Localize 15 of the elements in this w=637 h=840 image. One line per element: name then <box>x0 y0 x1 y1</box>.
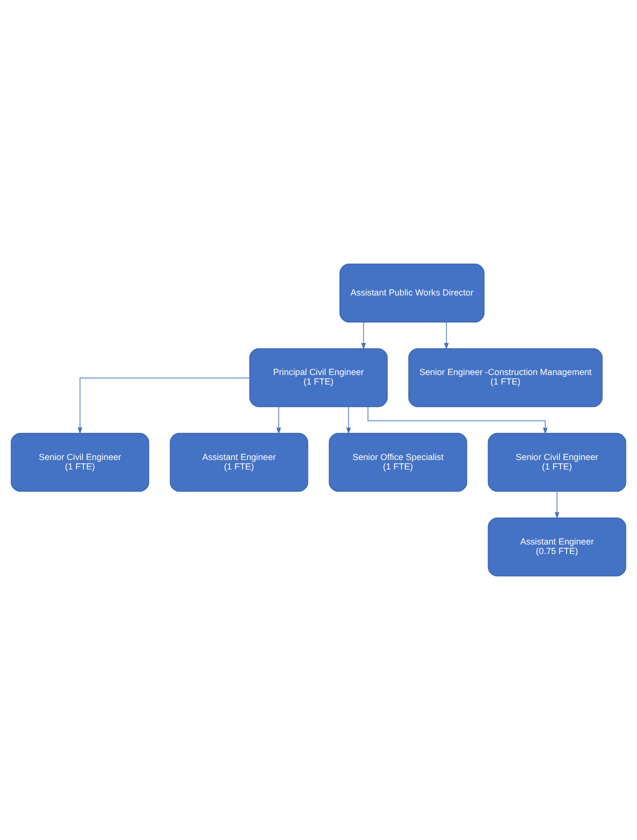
node-box: Principal Civil Engineer (1 FTE) <box>249 348 388 408</box>
arrow <box>368 406 548 434</box>
node-box: Senior Civil Engineer (1 FTE) <box>488 432 626 492</box>
node-box: Senior Engineer -Construction Management (1 FTE) <box>408 348 603 408</box>
node-box: Assistant Engineer (1 FTE) <box>170 432 308 492</box>
arrow <box>78 378 250 434</box>
node-box: Assistant Public Works Director <box>339 264 484 322</box>
arrow <box>554 491 560 519</box>
node-box: Senior Civil Engineer (1 FTE) <box>10 432 150 492</box>
arrow <box>346 406 351 434</box>
arrow <box>444 322 449 350</box>
arrow <box>276 406 282 434</box>
arrow <box>361 322 366 350</box>
node-box: Assistant Engineer (0.75 FTE) <box>488 518 626 576</box>
node-box: Senior Office Specialist (1 FTE) <box>328 432 468 492</box>
